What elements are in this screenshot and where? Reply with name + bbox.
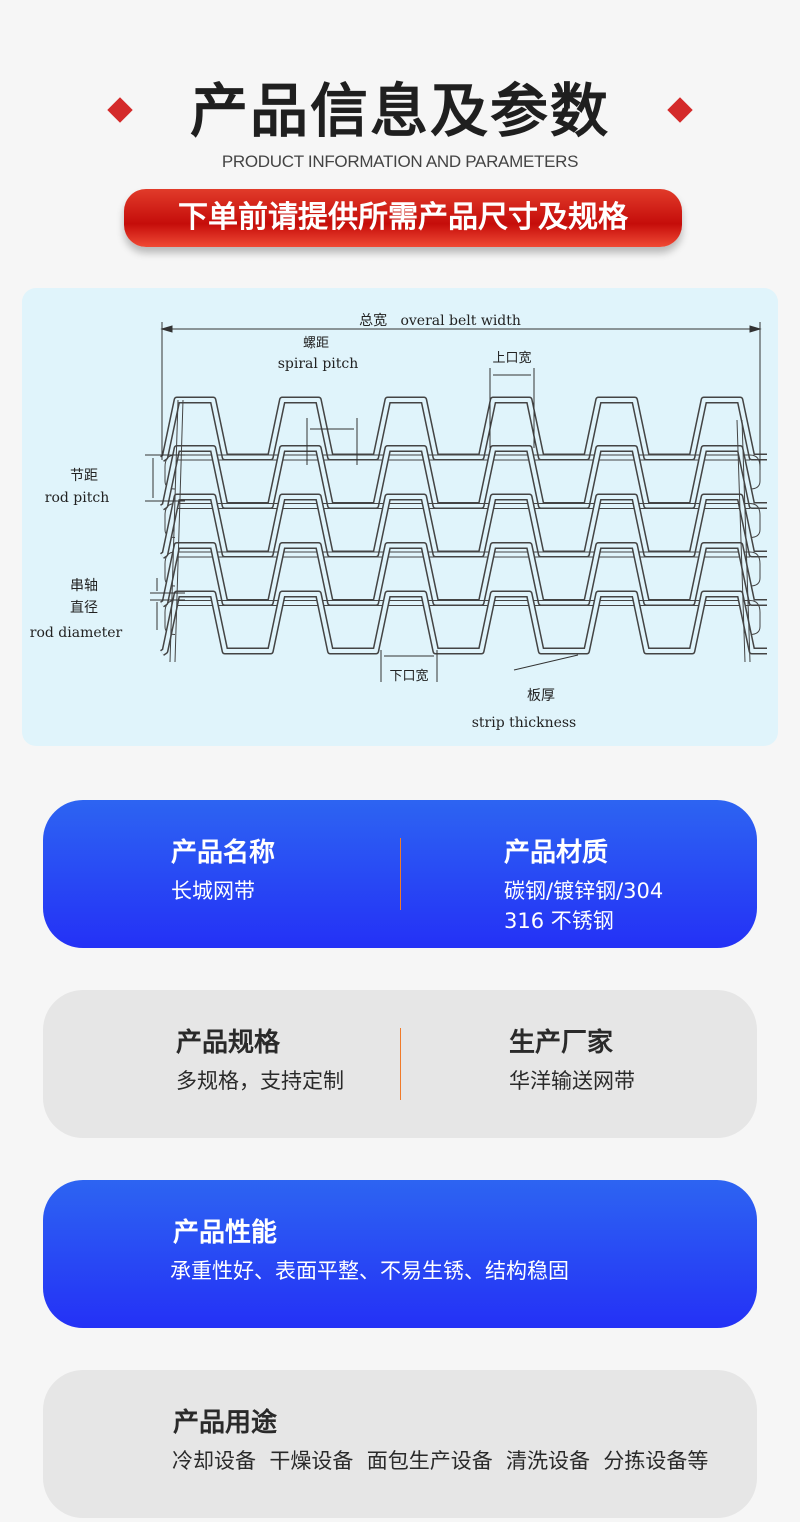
performance-value: 承重性好、表面平整、不易生锈、结构稳固 [170,1259,569,1283]
divider [400,838,401,910]
material-label: 产品材质 [504,838,609,868]
card-spec-manufacturer: 产品规格 多规格，支持定制 生产厂家 华洋输送网带 [43,990,757,1138]
usage-value: 冷却设备 干燥设备 面包生产设备 清洗设备 分拣设备等 [172,1449,709,1473]
belt-spirals [160,396,767,663]
rod-pitch-cn: 节距 [70,468,98,484]
connecting-rod [164,600,761,635]
rod-diameter-cn2: 直径 [70,599,98,616]
card-usage: 产品用途 冷却设备 干燥设备 面包生产设备 清洗设备 分拣设备等 [43,1370,757,1518]
spiral-pitch-cn: 螺距 [303,336,329,351]
connecting-rod [164,551,761,587]
page-title: 产品信息及参数 [189,77,610,145]
page-subtitle: PRODUCT INFORMATION AND PARAMETERS [221,152,579,171]
belt-edge [169,399,751,663]
strip-thickness-cn: 板厚 [527,688,555,704]
card-performance: 产品性能 承重性好、表面平整、不易生锈、结构稳固 [43,1180,757,1328]
manufacturer-label: 生产厂家 [509,1028,614,1058]
belt-diagram-svg: 总宽 overal belt width 螺距 spiral pitch 上口宽… [30,312,767,731]
overall-width-label: 总宽 overal belt width [359,312,521,329]
card-name-material: 产品名称 长城网带 产品材质 碳钢/镀锌钢/304 316 不锈钢 [43,800,757,948]
performance-label: 产品性能 [173,1218,278,1248]
spiral-row [160,495,767,558]
spec-label: 产品规格 [176,1028,281,1058]
manufacturer-value: 华洋输送网带 [509,1069,635,1093]
rod-diameter-en: rod diameter [30,625,123,641]
usage-label: 产品用途 [173,1408,278,1438]
connecting-rod [164,503,761,538]
spiral-row [160,543,767,607]
spec-value: 多规格，支持定制 [176,1069,344,1093]
rod-diameter-cn1: 串轴 [70,578,98,594]
spiral-row [160,396,767,462]
rod-pitch-en: rod pitch [45,490,109,506]
bottom-opening-label: 下口宽 [389,668,428,684]
product-name-value: 长城网带 [171,879,255,903]
divider [400,1028,401,1100]
material-value-2: 316 不锈钢 [504,909,614,933]
spiral-row [160,398,767,461]
strip-thickness-en: strip thickness [472,715,577,731]
order-notice-banner: 下单前请提供所需产品尺寸及规格 [124,189,682,247]
spiral-row [160,446,767,510]
material-value-1: 碳钢/镀锌钢/304 [504,879,664,903]
product-name-label: 产品名称 [171,838,276,868]
connecting-rod [164,454,761,490]
spiral-pitch-en: spiral pitch [278,356,359,372]
top-opening-label: 上口宽 [492,350,531,366]
belt-diagram: 总宽 overal belt width 螺距 spiral pitch 上口宽… [22,288,778,746]
spiral-row [160,592,767,655]
